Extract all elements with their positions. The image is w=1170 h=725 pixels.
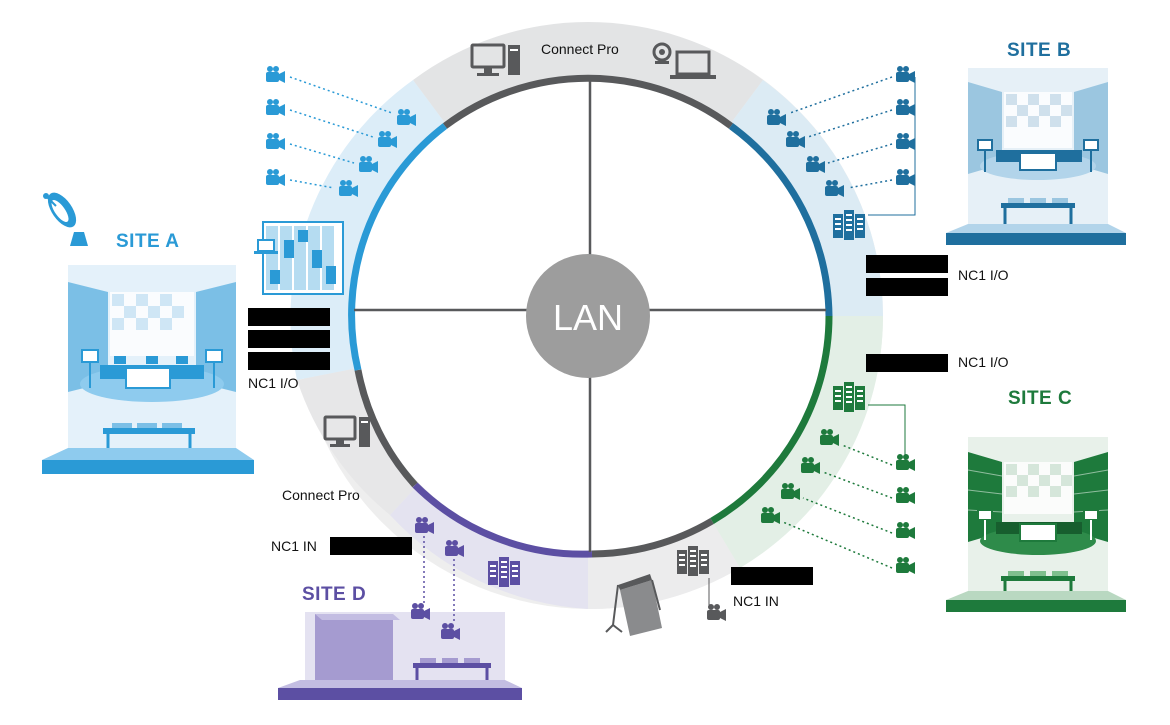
connect-pro-bottom: Connect Pro: [282, 415, 370, 503]
site-b-camera-links: [789, 76, 916, 216]
bottom-io-label: NC1 IN: [733, 593, 779, 609]
camera-icon: [896, 66, 915, 83]
arc-site-b: [728, 123, 833, 317]
outer-ring: [290, 21, 884, 610]
connect-pro-top: Connect Pro: [470, 41, 716, 79]
site-a-io-label: NC1 I/O: [248, 375, 299, 391]
ring-sector-top: [413, 21, 763, 123]
site-b-studio: [946, 68, 1126, 245]
ring-sector-site-b: [731, 80, 883, 316]
camera-icon: [896, 99, 915, 116]
arc-site-c: [710, 315, 833, 525]
camera-icon: [896, 557, 915, 574]
desktop-computer-icon: [470, 43, 520, 76]
site-c-group: NC1 I/O SITE C: [761, 354, 1126, 612]
arc-bottom-right: [591, 517, 714, 558]
bottom-studio-group: NC1 IN: [605, 546, 813, 636]
arc-top: [442, 74, 734, 129]
site-c-io-bars: [866, 354, 948, 372]
site-d-io-label: NC1 IN: [271, 538, 317, 554]
site-a-studio: [42, 265, 254, 474]
site-c-io-label: NC1 I/O: [958, 354, 1009, 370]
site-d-title: SITE D: [302, 584, 366, 605]
site-d-io-bar: [330, 537, 412, 555]
site-d-studio: [278, 612, 522, 700]
camera-icon: [896, 133, 915, 150]
arc-site-d: [412, 482, 593, 558]
arc-bottom-left: [354, 369, 418, 488]
site-a-io-bars: [248, 308, 330, 370]
site-a-laptop-icon: [254, 239, 278, 254]
site-b-io-bars: [866, 255, 948, 296]
webcam-icon: [652, 42, 672, 64]
bottom-io-bar: [731, 567, 813, 585]
camera-icon: [266, 133, 285, 150]
camera-icon: [266, 66, 285, 83]
site-c-title: SITE C: [1008, 388, 1072, 409]
camera-icon: [896, 522, 915, 539]
site-d-group: NC1 IN SITE D: [271, 517, 522, 700]
ring-sector-site-c: [712, 316, 884, 568]
desktop-computer-icon: [323, 415, 370, 447]
camera-icon: [896, 487, 915, 504]
ring-sector-site-a: [290, 80, 445, 380]
site-a-group: SITE A: [42, 66, 416, 474]
ring-sector-site-d: [390, 488, 588, 609]
arc-site-a: [348, 123, 448, 371]
bottom-camera-icon: [707, 604, 726, 621]
bottom-server-icon: [677, 546, 709, 576]
site-b-group: SITE B: [767, 40, 1126, 296]
backdrop-stand-icon: [605, 574, 662, 636]
site-d-server-icon: [488, 557, 520, 587]
site-c-studio: [946, 437, 1126, 612]
site-a-camera-links: [289, 76, 393, 189]
ring-sector-bottom-left: [297, 368, 415, 515]
lan-hub: LAN: [526, 254, 650, 378]
camera-icon: [266, 169, 285, 186]
site-a-title: SITE A: [116, 231, 180, 252]
camera-icon: [896, 169, 915, 186]
camera-icon: [266, 99, 285, 116]
laptop-icon: [670, 50, 716, 79]
connect-pro-bottom-label: Connect Pro: [282, 487, 360, 503]
site-b-server-icon: [833, 210, 865, 240]
lan-label: LAN: [553, 297, 623, 338]
site-d-camera-links: [423, 536, 455, 623]
camera-icon: [411, 603, 430, 620]
site-b-title: SITE B: [1007, 40, 1071, 61]
site-a-router-rack: [254, 221, 344, 295]
site-c-camera-links: [782, 404, 906, 569]
connect-pro-top-label: Connect Pro: [541, 41, 619, 57]
satellite-dish-icon: [43, 192, 88, 246]
site-b-io-label: NC1 I/O: [958, 267, 1009, 283]
site-c-server-icon: [833, 382, 865, 412]
